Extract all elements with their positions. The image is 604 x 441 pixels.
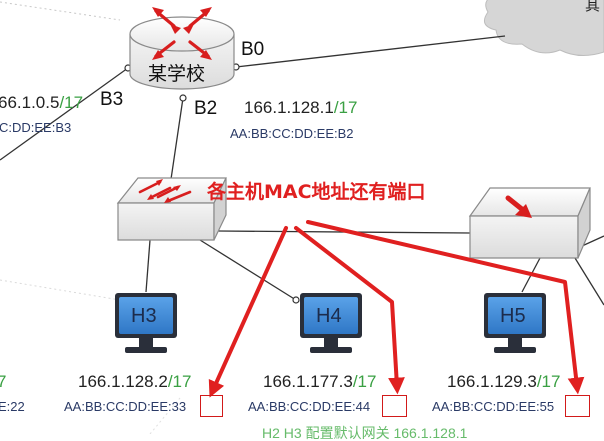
annotation-arrow-h4 [294, 226, 405, 395]
h3-mac-suffix: 33 [171, 399, 187, 414]
h5-mac-suffix: 55 [539, 399, 555, 414]
link-switch-h4 [199, 239, 297, 301]
port-dot-b2 [179, 94, 187, 102]
h4-mac-prefix: AA:BB:CC:DD:EE: [248, 399, 356, 414]
h3-mac: AA:BB:CC:DD:EE:33 [64, 400, 186, 413]
left-partial-mask: 7 [0, 373, 6, 390]
b2-mac: AA:BB:CC:DD:EE:B2 [230, 126, 354, 141]
h5-mac-prefix: AA:BB:CC:DD:EE: [432, 399, 540, 414]
h4-ip-address: 166.1.177.3 [263, 372, 353, 391]
router-icon [129, 7, 235, 90]
link-b2 [169, 97, 184, 187]
bottom-partial-note: H2 H3 配置默认网关 166.1.128.1 [262, 425, 468, 441]
host-label-h4: H4 [316, 305, 342, 327]
h4-mac: AA:BB:CC:DD:EE:44 [248, 400, 370, 413]
annotation-arrow-h5 [306, 220, 585, 395]
b3-mac: C:DD:EE:B3 [0, 120, 72, 135]
host-label-h5: H5 [500, 305, 526, 327]
highlight-box-h4-mac [382, 395, 407, 417]
link-switch-h3 [145, 239, 151, 293]
h3-ip: 166.1.128.2/17 [78, 373, 191, 390]
computer-h4-icon [300, 293, 362, 353]
highlight-box-h5-mac [565, 395, 590, 417]
left-partial-mask-text: 7 [0, 372, 7, 391]
h3-mac-prefix: AA:BB:CC:DD:EE: [64, 399, 172, 414]
h4-ip: 166.1.177.3/17 [263, 373, 376, 390]
computer-h5-icon [484, 293, 546, 353]
dotted-guide-line [0, 1, 121, 21]
b3-ip-address: 66.1.0.5 [0, 93, 60, 112]
switch-right-icon [468, 187, 591, 259]
highlight-box-h3-mac [200, 395, 223, 417]
b2-ip-address: 166.1.128.1 [244, 98, 334, 117]
link-switch-right-2 [574, 257, 604, 306]
h5-ip-mask: /17 [536, 372, 561, 391]
annotation-arrow-h3 [208, 226, 288, 398]
h5-ip-address: 166.1.129.3 [447, 372, 537, 391]
link-b0 [235, 35, 506, 68]
internet-cloud [483, 0, 604, 56]
left-partial-mac: E:22 [0, 399, 25, 414]
host-label-h3: H3 [131, 305, 157, 327]
port-label-b0: B0 [241, 39, 265, 60]
h5-ip: 166.1.129.3/17 [447, 373, 560, 390]
router-name: 某学校 [148, 64, 206, 85]
port-label-b3: B3 [100, 89, 124, 110]
b2-ip-mask: /17 [333, 98, 358, 117]
b2-ip: 166.1.128.1/17 [244, 99, 357, 116]
computer-h3-icon [115, 293, 177, 353]
b3-ip-mask: /17 [59, 93, 84, 112]
h4-mac-suffix: 44 [355, 399, 371, 414]
annotation-title: 各主机MAC地址还有端口 [207, 181, 426, 203]
switch-left-icon [116, 177, 227, 241]
port-label-b2: B2 [194, 98, 218, 119]
port-dot-h4 [292, 296, 300, 304]
h3-ip-address: 166.1.128.2 [78, 372, 168, 391]
cloud-label: 其 [585, 0, 601, 14]
link-b3 [0, 67, 129, 161]
b3-ip: 66.1.0.5/17 [0, 94, 83, 111]
h3-ip-mask: /17 [167, 372, 192, 391]
dotted-guide-line [0, 279, 121, 301]
h5-mac: AA:BB:CC:DD:EE:55 [432, 400, 554, 413]
h4-ip-mask: /17 [352, 372, 377, 391]
